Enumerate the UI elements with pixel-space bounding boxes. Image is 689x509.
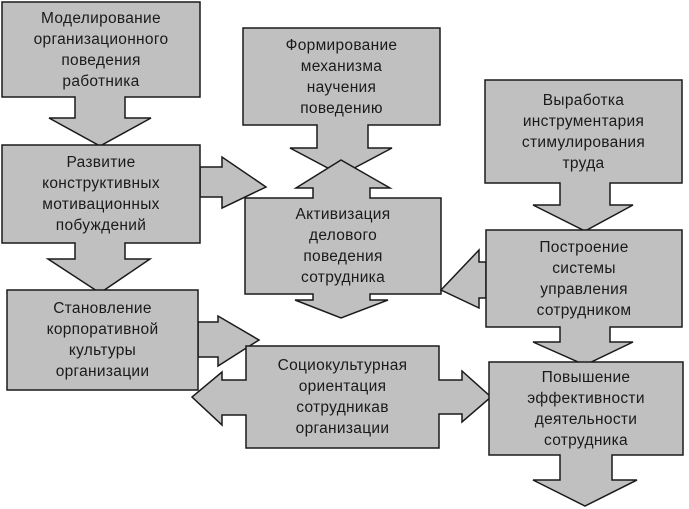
node-corporate-culture [6, 289, 261, 391]
node-stimulation-tools [484, 79, 683, 232]
node-management-system [439, 229, 683, 366]
box-with-down-arrow-efficiency [488, 361, 684, 507]
box-with-down-arrow-modeling [1, 1, 201, 147]
node-activation [244, 159, 442, 319]
node-development [1, 144, 268, 294]
node-modeling [1, 1, 201, 147]
node-efficiency [488, 361, 684, 507]
box-corporate-culture [6, 289, 199, 391]
node-sociocultural [190, 345, 493, 449]
left-arrow-management-to-activation [439, 248, 487, 310]
box-with-down-arrow-stimulation [484, 79, 683, 232]
box-with-down-arrow-development [1, 144, 201, 294]
box-with-up-down-arrows-activation [244, 159, 442, 319]
box-with-left-right-arrows-sociocultural [190, 345, 493, 449]
right-arrow-development-to-activation [199, 155, 268, 210]
box-with-down-arrow-management [485, 229, 683, 366]
box-with-down-arrow-learning [242, 27, 441, 176]
right-arrow-culture-to-sociocultural [197, 314, 261, 368]
node-learning-mechanism [242, 27, 441, 176]
